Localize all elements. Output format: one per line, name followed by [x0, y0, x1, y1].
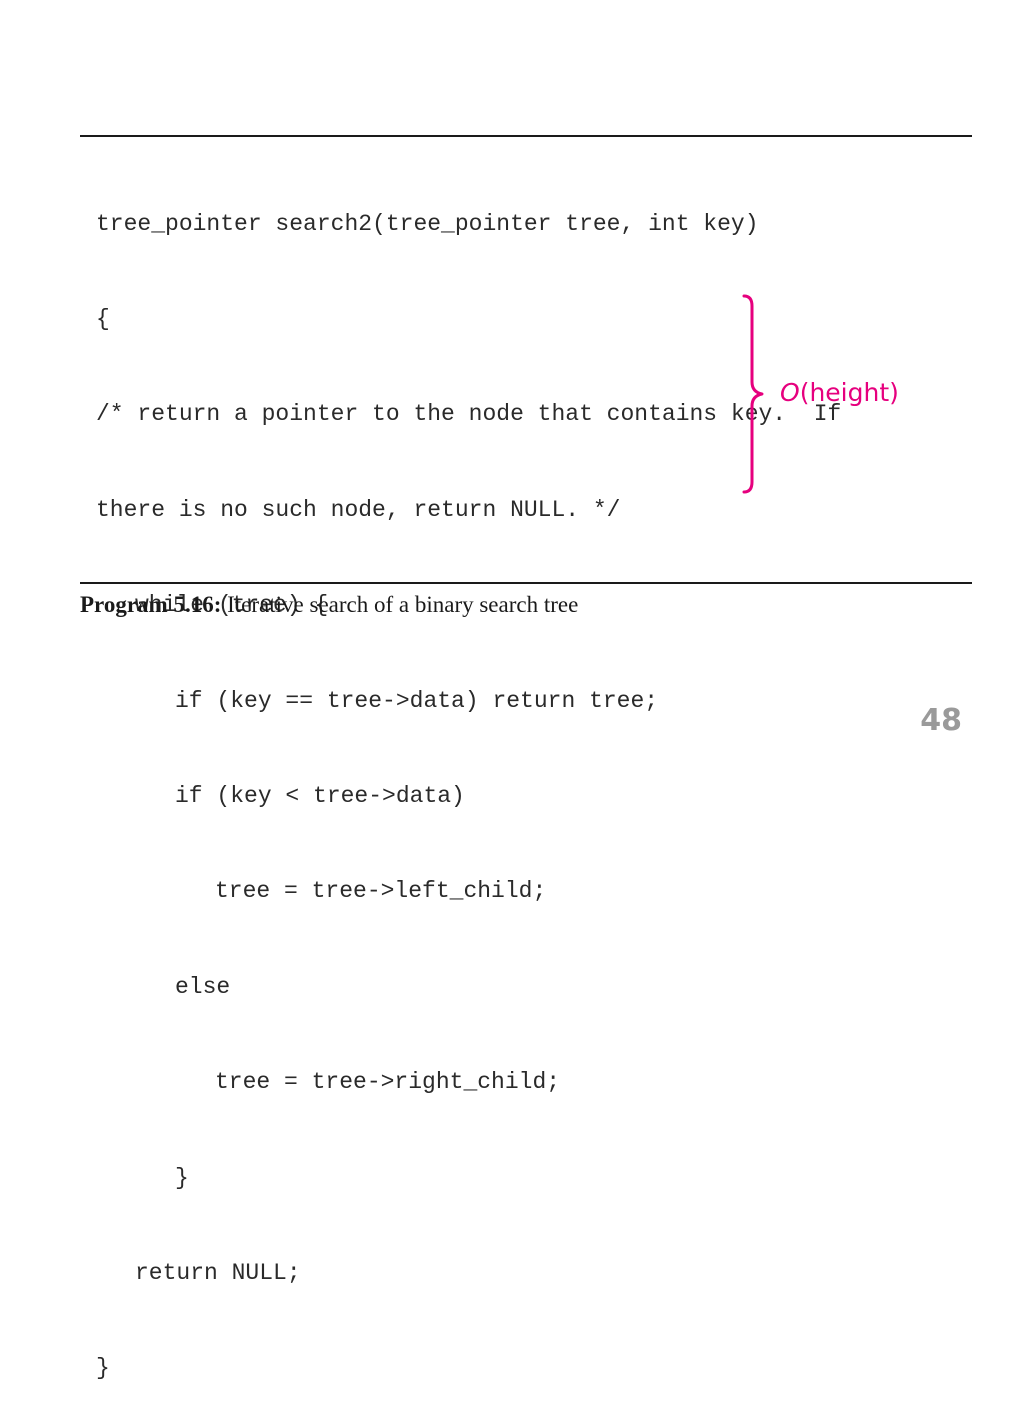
code-line-5: while (tree) { — [135, 592, 329, 619]
code-line-8: tree = tree->left_child; — [215, 878, 547, 905]
code-line-7: if (key < tree->data) — [175, 782, 465, 809]
program-caption: Program 5.16: Iterative search of a bina… — [80, 592, 578, 618]
code-line-9: else — [175, 973, 231, 1000]
code-listing: tree_pointer search2(tree_pointer tree, … — [96, 145, 841, 1417]
complexity-text: (height) — [799, 378, 899, 407]
code-line-6: if (key == tree->data) return tree; — [175, 687, 659, 714]
code-line-4: there is no such node, return NULL. */ — [96, 496, 621, 523]
code-line-12: return NULL; — [135, 1259, 301, 1286]
complexity-annotation: O(height) — [780, 378, 899, 407]
code-line-2: { — [96, 305, 110, 332]
code-line-3: /* return a pointer to the node that con… — [96, 401, 842, 428]
page-number: 48 — [920, 703, 962, 738]
caption-label: Program 5.16: — [80, 592, 222, 617]
big-o-symbol: O — [780, 378, 800, 407]
code-line-11: } — [175, 1164, 189, 1191]
bottom-rule — [80, 582, 972, 584]
curly-brace-icon — [742, 294, 764, 494]
code-line-10: tree = tree->right_child; — [215, 1069, 561, 1096]
caption-text: Iterative search of a binary search tree — [221, 592, 579, 617]
code-line-1: tree_pointer search2(tree_pointer tree, … — [96, 210, 759, 237]
top-rule — [80, 135, 972, 137]
code-line-13: } — [96, 1355, 110, 1382]
